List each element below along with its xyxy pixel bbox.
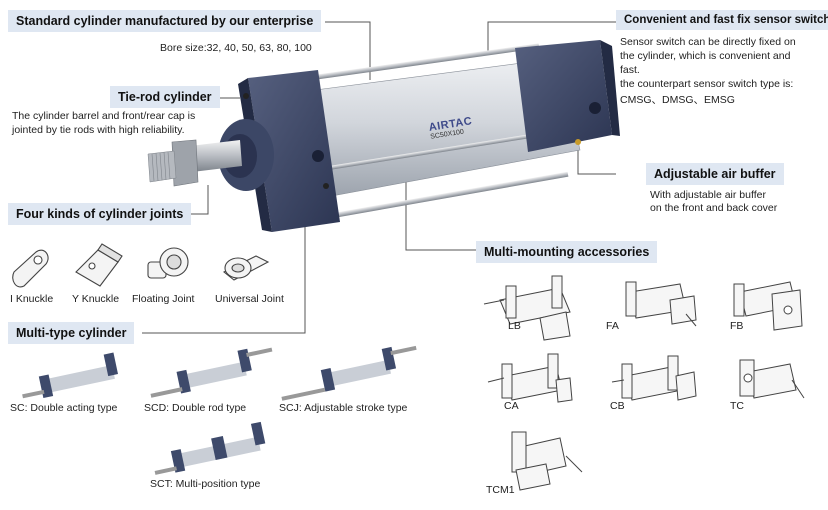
fa-shape	[625, 281, 697, 327]
type-label-sct: SCT: Multi-position type	[150, 478, 261, 490]
mount-label-ca: CA	[504, 400, 519, 412]
sensor-text-2: the cylinder, which is convenient and	[620, 50, 791, 62]
cb-shape	[611, 355, 697, 401]
scd-cylinder-shape	[150, 347, 273, 398]
joints-tag: Four kinds of cylinder joints	[8, 203, 192, 225]
joint-label-floating: Floating Joint	[132, 293, 195, 305]
tc-shape	[739, 359, 805, 399]
mount-label-fb: FB	[730, 320, 744, 332]
tcm1-shape	[511, 431, 583, 491]
sensor-switch-tag: Convenient and fast fix sensor switch	[616, 10, 828, 30]
sensor-text-5: CMSG、DMSG、EMSG	[620, 94, 735, 106]
mount-label-tcm1: TCM1	[486, 484, 515, 496]
sct-cylinder-shape	[154, 421, 266, 475]
joint-label-y: Y Knuckle	[72, 293, 120, 305]
sensor-text-4: the counterpart sensor switch type is:	[620, 78, 794, 90]
mount-label-lb: LB	[508, 320, 521, 332]
air-buffer-text-2: on the front and back cover	[650, 202, 778, 214]
sensor-text-3: fast.	[620, 64, 640, 76]
tie-rod-text-2: jointed by tie rods with high reliabilit…	[12, 124, 185, 136]
joint-label-i: I Knuckle	[10, 293, 54, 305]
type-icons	[22, 345, 417, 475]
mount-label-cb: CB	[610, 400, 625, 412]
standard-cylinder-tag: Standard cylinder manufactured by our en…	[8, 10, 322, 32]
universal-joint-shape	[222, 255, 270, 281]
main-cylinder	[147, 40, 620, 232]
fb-shape	[733, 281, 803, 331]
multi-type-tag: Multi-type cylinder	[8, 322, 135, 344]
mounting-tag: Multi-mounting accessories	[476, 241, 658, 263]
bore-size-text: Bore size:32, 40, 50, 63, 80, 100	[160, 42, 312, 54]
mount-label-fa: FA	[606, 320, 619, 332]
joint-label-universal: Universal Joint	[215, 293, 284, 305]
leader-lines	[142, 21, 616, 334]
lb-shape	[483, 275, 571, 341]
i-knuckle-shape	[12, 249, 49, 288]
tie-rod-text-1: The cylinder barrel and front/rear cap i…	[12, 110, 196, 122]
mount-label-tc: TC	[730, 400, 744, 412]
ca-shape	[487, 353, 573, 403]
sensor-text-1: Sensor switch can be directly fixed on	[620, 36, 796, 48]
sc-cylinder-shape	[22, 352, 119, 399]
floating-joint-shape	[147, 247, 189, 279]
joint-icons	[12, 243, 270, 288]
type-label-scj: SCJ: Adjustable stroke type	[279, 402, 408, 414]
tie-rod-tag: Tie-rod cylinder	[110, 86, 220, 108]
type-label-scd: SCD: Double rod type	[144, 402, 247, 414]
mount-icons	[483, 275, 805, 491]
y-knuckle-shape	[75, 243, 123, 287]
type-label-sc: SC: Double acting type	[10, 402, 118, 414]
scj-cylinder-shape	[281, 345, 417, 401]
air-buffer-text-1: With adjustable air buffer	[650, 189, 766, 201]
air-buffer-tag: Adjustable air buffer	[646, 163, 784, 185]
